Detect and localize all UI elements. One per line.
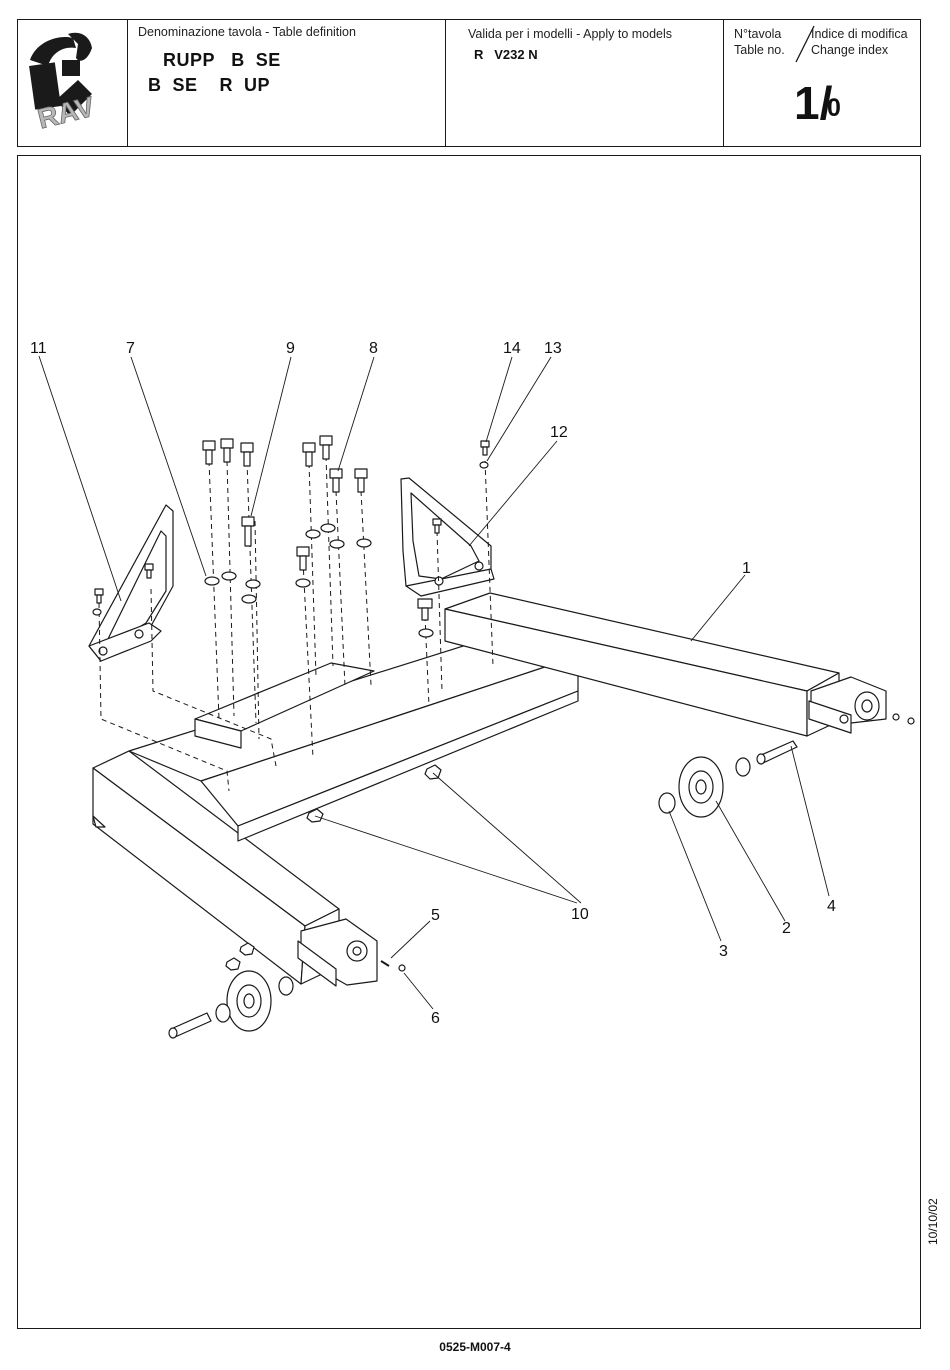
callout-7: 7 xyxy=(126,340,135,357)
drawing-frame: 1 2 3 4 5 6 7 8 9 10 11 12 13 14 xyxy=(17,155,921,1329)
left-gusset-bracket xyxy=(89,505,173,661)
callout-12: 12 xyxy=(550,424,568,441)
models-cell: Valida per i modelli - Apply to models R… xyxy=(446,20,724,146)
change-number: 0 xyxy=(827,94,841,123)
document-code: 0525-M007-4 xyxy=(0,1340,950,1354)
rav-logo: RAV xyxy=(18,20,126,146)
right-gusset-bracket xyxy=(401,478,494,596)
definition-line-1: RUPP B SE xyxy=(163,50,281,71)
table-no-label-it: N°tavola xyxy=(734,27,781,41)
callout-14: 14 xyxy=(503,340,521,357)
callout-1: 1 xyxy=(742,560,751,577)
logo-cell: RAV xyxy=(18,20,128,146)
definition-caption: Denominazione tavola - Table definition xyxy=(138,25,356,39)
definition-cell: Denominazione tavola - Table definition … xyxy=(128,20,446,146)
callout-11: 11 xyxy=(30,340,47,357)
callout-2: 2 xyxy=(782,920,791,937)
models-value: R V232 N xyxy=(474,47,538,62)
table-no-label-en: Table no. xyxy=(734,43,785,57)
revision-date: 10/10/02 xyxy=(926,1198,940,1245)
definition-line-2: B SE R UP xyxy=(148,75,270,96)
callout-5: 5 xyxy=(431,907,440,924)
callout-8: 8 xyxy=(369,340,378,357)
change-index-label-it: Indice di modifica xyxy=(811,27,908,41)
index-cell: N°tavola Table no. Indice di modifica Ch… xyxy=(724,20,922,146)
title-block: RAV Denominazione tavola - Table definit… xyxy=(17,19,921,147)
callout-4: 4 xyxy=(827,898,836,915)
callout-6: 6 xyxy=(431,1010,440,1027)
change-index-label-en: Change index xyxy=(811,43,888,57)
callout-10: 10 xyxy=(571,906,589,923)
callout-3: 3 xyxy=(719,943,728,960)
models-caption: Valida per i modelli - Apply to models xyxy=(468,27,672,41)
callout-9: 9 xyxy=(286,340,295,357)
callout-13: 13 xyxy=(544,340,562,357)
exploded-drawing: 1 2 3 4 5 6 7 8 9 10 11 12 13 14 xyxy=(18,156,920,1328)
